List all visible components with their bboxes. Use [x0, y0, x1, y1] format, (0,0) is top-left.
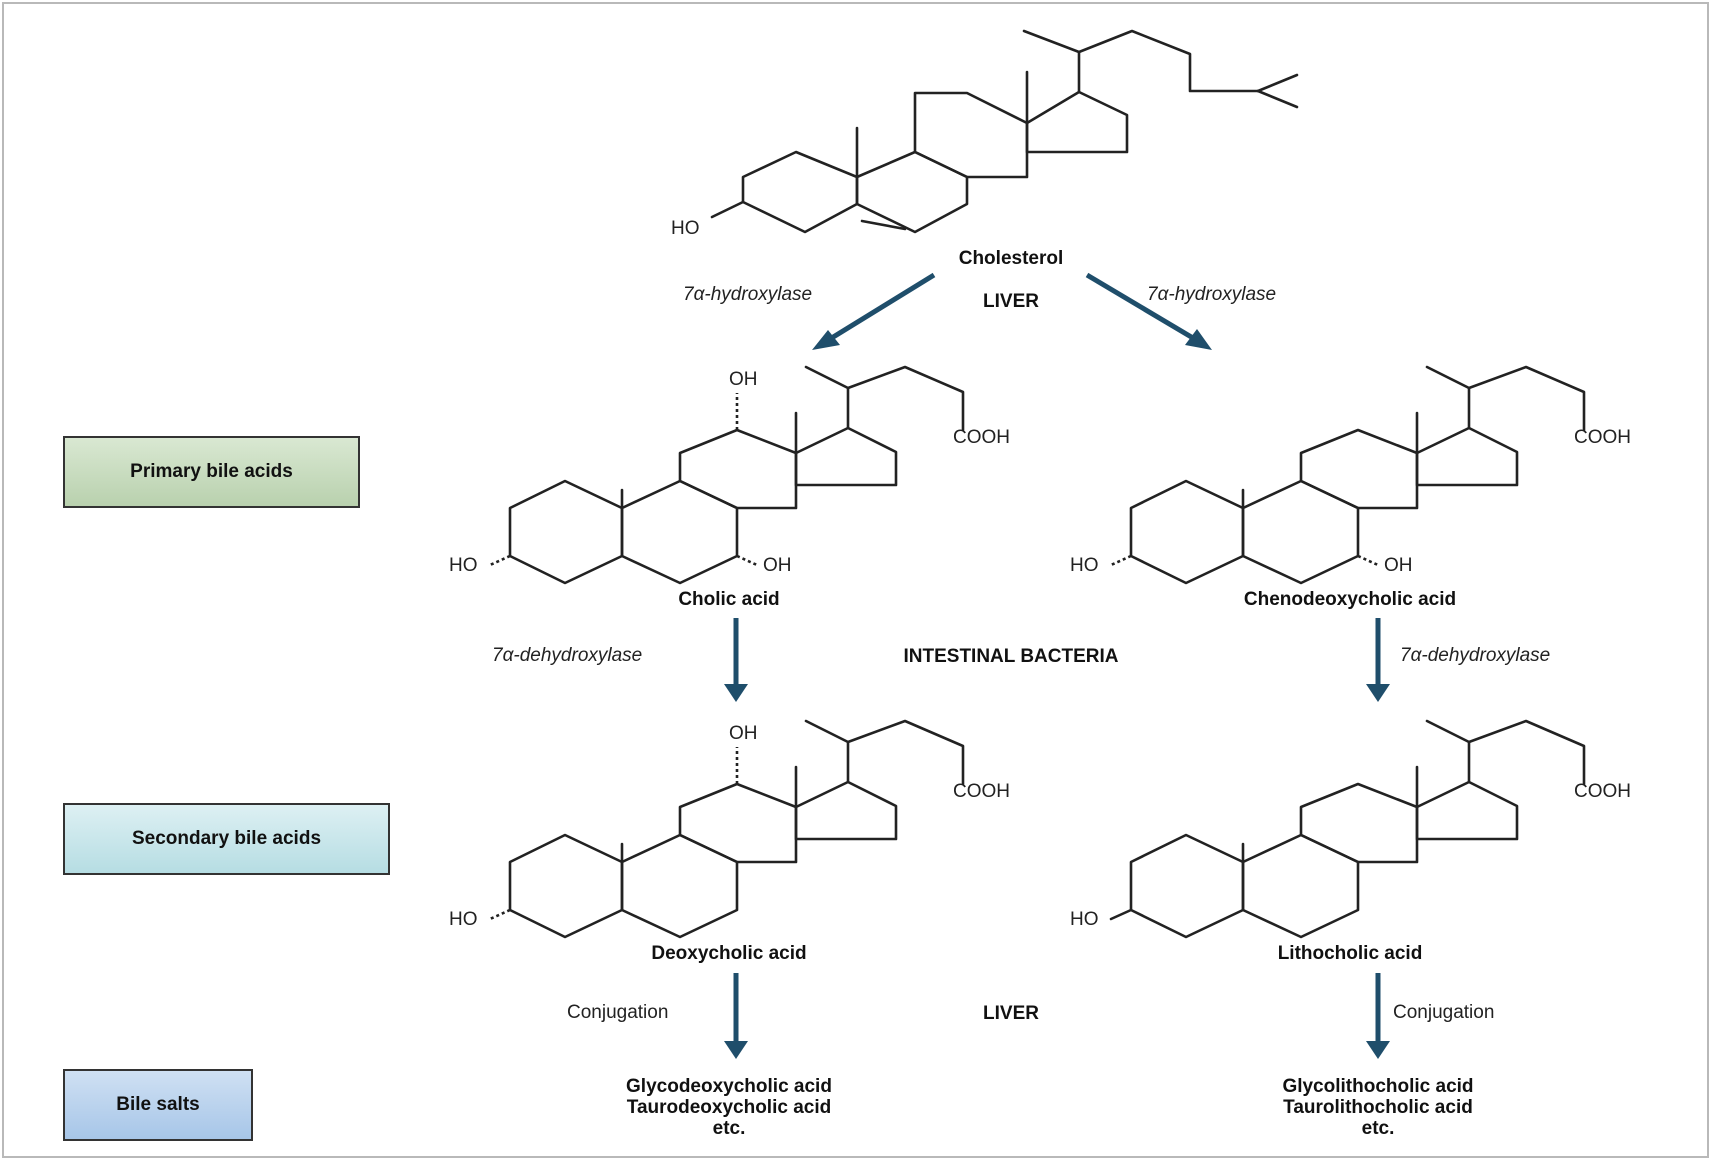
dehydroxylase-left-label: 7α-dehydroxylase	[492, 645, 642, 666]
litho-cooh-label: COOH	[1574, 781, 1631, 802]
deoxycholic-ho-label: HO	[449, 909, 478, 930]
litho-ho-label: HO	[1070, 909, 1099, 930]
cholic-cooh-label: COOH	[953, 427, 1010, 448]
cholic-ho-label: HO	[449, 555, 478, 576]
right-bile-salts: Glycolithocholic acid Taurolithocholic a…	[1282, 1076, 1473, 1139]
cholesterol-label: Cholesterol	[959, 248, 1064, 269]
liver-top-label: LIVER	[983, 291, 1039, 312]
hydroxylase-left-label: 7α-hydroxylase	[683, 284, 812, 305]
arrow-cholic-to-deoxycholic	[724, 618, 748, 702]
secondary-bile-acids-label: Secondary bile acids	[63, 803, 390, 875]
arrow-cholesterol-to-chenodeoxycholic	[1085, 272, 1212, 350]
lithocholic-acid-structure: COOH HO	[1070, 719, 1631, 939]
conjugation-right-label: Conjugation	[1393, 1002, 1494, 1023]
cholic-oh-7-label: OH	[763, 555, 792, 576]
deoxycholic-cooh-label: COOH	[953, 781, 1010, 802]
chenodeoxycholic-acid-label: Chenodeoxycholic acid	[1244, 589, 1456, 610]
cheno-oh-7-label: OH	[1384, 555, 1413, 576]
cholic-oh-12-label: OH	[729, 369, 758, 390]
cheno-ho-label: HO	[1070, 555, 1099, 576]
conjugation-left-label: Conjugation	[567, 1002, 668, 1023]
glycolithocholic-acid-label: Glycolithocholic acid	[1282, 1076, 1473, 1097]
liver-bottom-label: LIVER	[983, 1003, 1039, 1024]
left-etc-label: etc.	[713, 1118, 746, 1139]
right-etc-label: etc.	[1362, 1118, 1395, 1139]
deoxycholic-acid-structure: OH COOH HO	[449, 719, 1010, 939]
cholesterol-structure: HO	[671, 29, 1299, 239]
taurodeoxycholic-acid-label: Taurodeoxycholic acid	[627, 1097, 831, 1118]
glycodeoxycholic-acid-label: Glycodeoxycholic acid	[626, 1076, 832, 1097]
arrow-lithocholic-to-salts	[1366, 973, 1390, 1059]
cholesterol-ho-label: HO	[671, 218, 700, 239]
hydroxylase-right-label: 7α-hydroxylase	[1147, 284, 1276, 305]
deoxycholic-acid-label: Deoxycholic acid	[651, 943, 806, 964]
deoxycholic-oh-12-label: OH	[729, 723, 758, 744]
primary-bile-acids-label: Primary bile acids	[63, 436, 360, 508]
cheno-cooh-label: COOH	[1574, 427, 1631, 448]
bile-salts-label: Bile salts	[63, 1069, 253, 1141]
lithocholic-acid-label: Lithocholic acid	[1278, 943, 1423, 964]
taurolithocholic-acid-label: Taurolithocholic acid	[1283, 1097, 1473, 1118]
chenodeoxycholic-acid-structure: COOH HO OH	[1070, 365, 1631, 585]
left-bile-salts: Glycodeoxycholic acid Taurodeoxycholic a…	[626, 1076, 832, 1139]
cholic-acid-structure: OH COOH HO OH	[449, 365, 1010, 585]
cholic-acid-label: Cholic acid	[678, 589, 779, 610]
arrow-cholesterol-to-cholic	[812, 272, 936, 350]
intestinal-bacteria-label: INTESTINAL BACTERIA	[904, 646, 1119, 667]
dehydroxylase-right-label: 7α-dehydroxylase	[1400, 645, 1550, 666]
arrow-cheno-to-lithocholic	[1366, 618, 1390, 702]
arrow-deoxycholic-to-salts	[724, 973, 748, 1059]
